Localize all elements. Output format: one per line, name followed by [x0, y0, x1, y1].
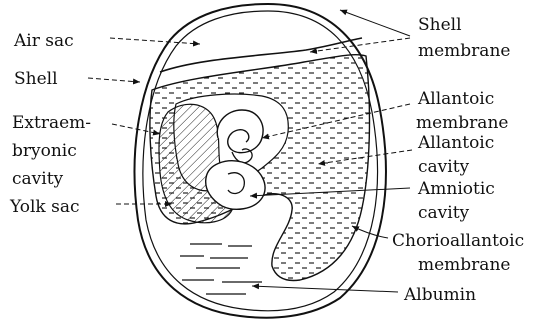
label-chorioallantoic-1: Chorioallantoic	[392, 231, 524, 251]
albumin-lines	[180, 244, 262, 294]
leader-shell	[88, 78, 140, 82]
label-extraembryonic-1: Extraem-	[12, 113, 91, 133]
label-allantoic-membrane-1: Allantoic	[417, 89, 494, 109]
label-extraembryonic-2: bryonic	[12, 141, 77, 161]
label-extraembryonic-3: cavity	[12, 169, 64, 189]
label-yolk-sac: Yolk sac	[9, 197, 80, 217]
label-albumin: Albumin	[403, 285, 476, 305]
label-allantoic-membrane-2: membrane	[416, 113, 508, 133]
leader-albumin	[252, 286, 398, 292]
leader-shell-membrane-a	[340, 10, 410, 36]
label-amniotic-cavity-2: cavity	[418, 203, 470, 223]
label-allantoic-cavity-1: Allantoic	[417, 133, 494, 153]
label-shell-membrane-2: membrane	[418, 41, 510, 61]
leader-air-sac	[110, 38, 200, 44]
leader-shell-membrane-b	[310, 38, 410, 52]
label-shell-membrane-1: Shell	[418, 15, 462, 35]
label-shell: Shell	[14, 69, 58, 89]
label-air-sac: Air sac	[13, 31, 74, 51]
label-chorioallantoic-2: membrane	[418, 255, 510, 275]
label-allantoic-cavity-2: cavity	[418, 157, 470, 177]
label-amniotic-cavity-1: Amniotic	[417, 179, 495, 199]
